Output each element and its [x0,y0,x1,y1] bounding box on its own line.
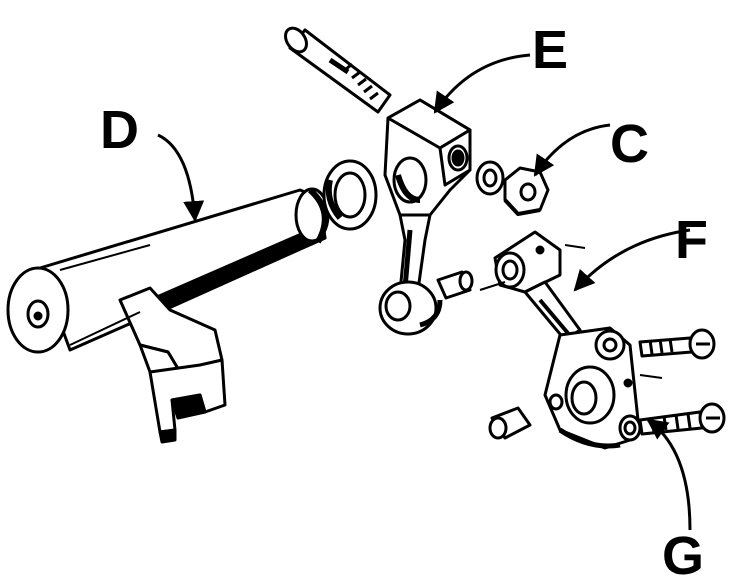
part-e-washer [322,159,378,231]
label-e: E [532,20,568,80]
arrow-c [533,123,611,177]
label-c: C [610,114,649,174]
label-g: G [662,526,704,585]
arrow-f [573,228,691,292]
label-d: D [100,100,139,160]
part-c-nut [475,160,550,216]
callout-arrows [157,53,692,531]
part-g-screw-upper [638,328,716,360]
arrow-g [646,418,692,531]
part-g-screw-lower [638,402,726,436]
part-g-hub [488,326,726,450]
part-f-link [479,230,586,342]
label-f: F [675,210,708,270]
part-d-shaft [6,187,330,444]
part-e-link [284,26,474,336]
arrow-d [157,133,205,223]
part-e-bolt [284,26,392,114]
arrow-e [433,53,531,114]
